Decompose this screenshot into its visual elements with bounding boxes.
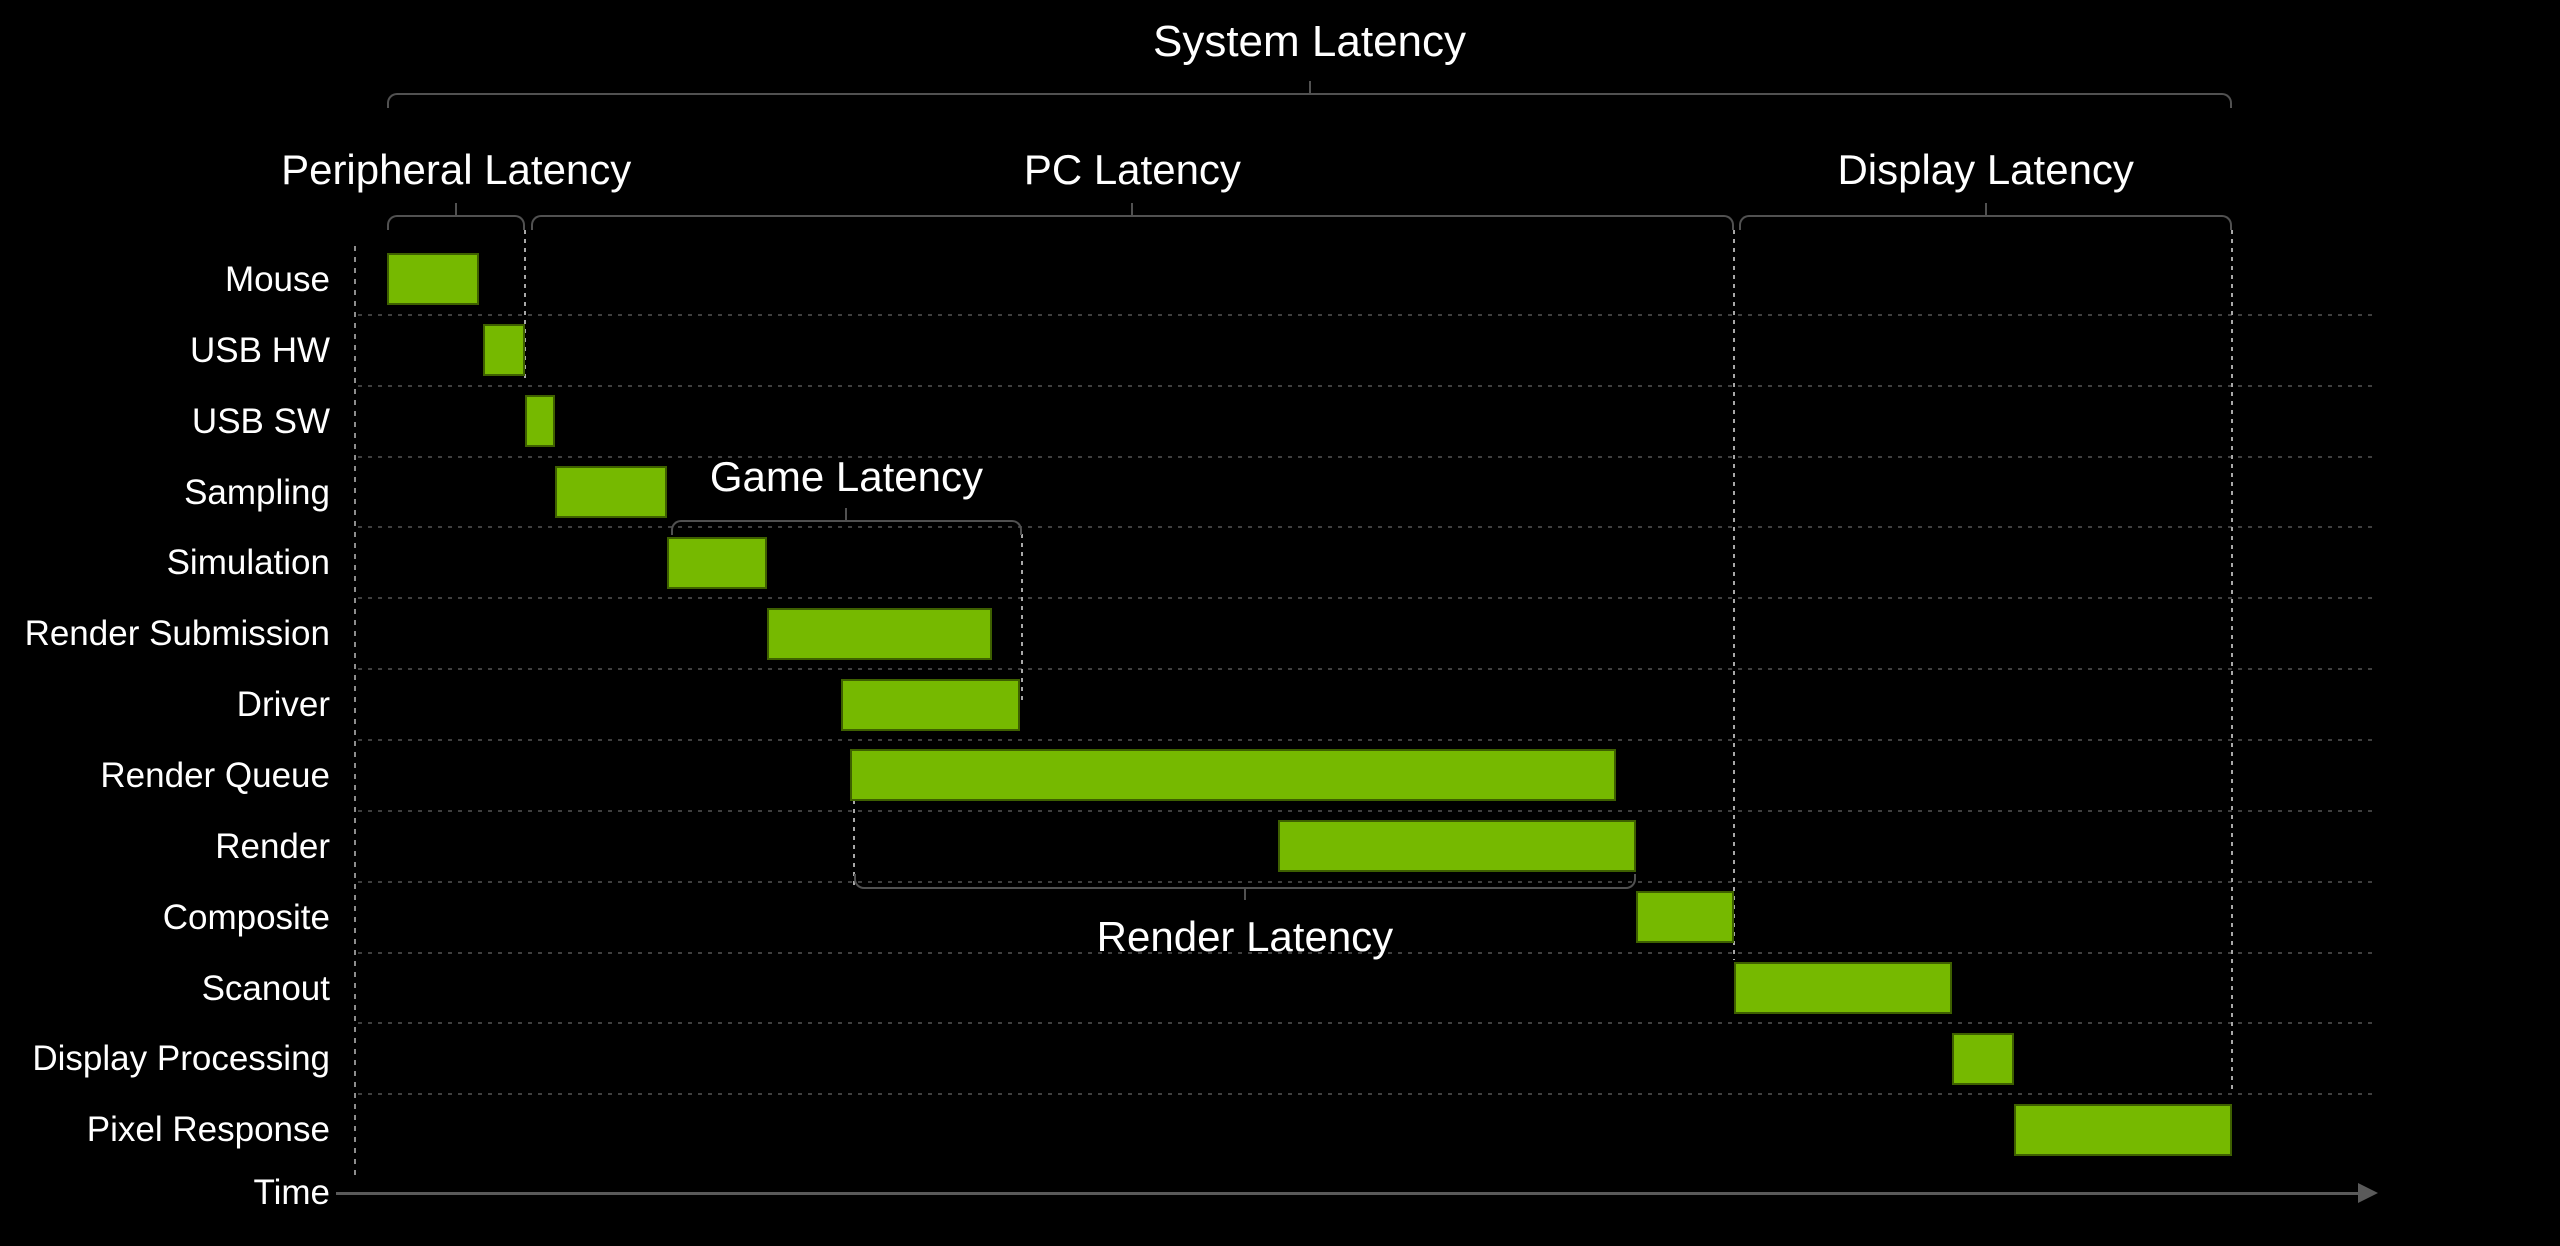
row-label-render: Render xyxy=(215,826,330,866)
bracket-game-latency xyxy=(671,508,1022,536)
bar-mouse xyxy=(387,253,480,306)
bracket-tick xyxy=(845,508,848,522)
bracket-peripheral-latency xyxy=(387,203,526,230)
bar-render-submission xyxy=(767,607,993,660)
row-separator xyxy=(358,668,2378,671)
bracket-pc-latency xyxy=(530,203,1734,230)
time-axis-label: Time xyxy=(253,1173,330,1212)
row-label-sampling: Sampling xyxy=(184,472,330,512)
bar-simulation xyxy=(667,536,768,589)
guide-line xyxy=(852,800,855,886)
guide-line xyxy=(1732,229,1735,960)
time-axis-arrow-icon xyxy=(2358,1183,2378,1203)
row-label-simulation: Simulation xyxy=(166,543,330,583)
row-label-mouse: Mouse xyxy=(224,260,330,299)
row-label-driver: Driver xyxy=(236,685,330,725)
row-separator xyxy=(358,313,2378,316)
bracket-render-latency xyxy=(853,873,1637,900)
bar-usb-sw xyxy=(525,395,555,448)
bar-render xyxy=(1278,820,1637,873)
guide-line xyxy=(524,229,527,383)
bar-scanout xyxy=(1733,961,1952,1014)
bar-pixel-response xyxy=(2014,1103,2232,1156)
bracket-display-latency xyxy=(1739,203,2232,230)
bracket-label-render-latency: Render Latency xyxy=(1096,912,1394,960)
bracket-tick xyxy=(1243,886,1246,900)
bar-composite xyxy=(1636,891,1734,944)
bracket-tick xyxy=(1131,203,1134,216)
bracket-tick xyxy=(1308,81,1311,94)
bracket-label-pc-latency: PC Latency xyxy=(1023,146,1241,193)
row-separator xyxy=(358,455,2378,458)
bracket-label-system-latency: System Latency xyxy=(1152,17,1467,66)
bar-driver xyxy=(840,678,1020,731)
guide-line xyxy=(2231,229,2233,1095)
row-separator xyxy=(358,597,2378,600)
row-separator xyxy=(358,809,2378,812)
chart-left-axis xyxy=(354,246,356,1176)
row-label-render-queue: Render Queue xyxy=(100,755,330,795)
bracket-label-display-latency: Display Latency xyxy=(1837,146,2134,193)
row-separator xyxy=(358,951,2378,954)
bar-render-queue xyxy=(850,749,1616,802)
row-label-scanout: Scanout xyxy=(201,968,330,1008)
row-label-pixel-response: Pixel Response xyxy=(86,1110,330,1150)
bracket-tick xyxy=(1984,203,1987,216)
row-separator xyxy=(358,384,2378,387)
time-axis-line xyxy=(336,1192,2358,1195)
bracket-tick xyxy=(455,203,458,216)
row-label-render-submission: Render Submission xyxy=(24,614,330,654)
row-separator xyxy=(358,1022,2378,1025)
bracket-label-game-latency: Game Latency xyxy=(709,453,983,501)
row-label-display-processing: Display Processing xyxy=(32,1039,330,1079)
row-label-usb-sw: USB SW xyxy=(191,401,330,441)
row-separator xyxy=(358,1093,2378,1096)
bar-display-processing xyxy=(1951,1032,2015,1085)
row-label-usb-hw: USB HW xyxy=(190,330,330,370)
bar-sampling xyxy=(554,465,668,518)
bar-usb-hw xyxy=(482,324,526,377)
row-label-composite: Composite xyxy=(162,897,330,937)
bracket-system-latency xyxy=(387,81,2232,108)
row-separator xyxy=(358,526,2378,529)
guide-line xyxy=(1020,534,1023,705)
row-separator xyxy=(358,738,2378,741)
bracket-label-peripheral-latency: Peripheral Latency xyxy=(281,146,632,193)
row-separator xyxy=(358,880,2378,883)
